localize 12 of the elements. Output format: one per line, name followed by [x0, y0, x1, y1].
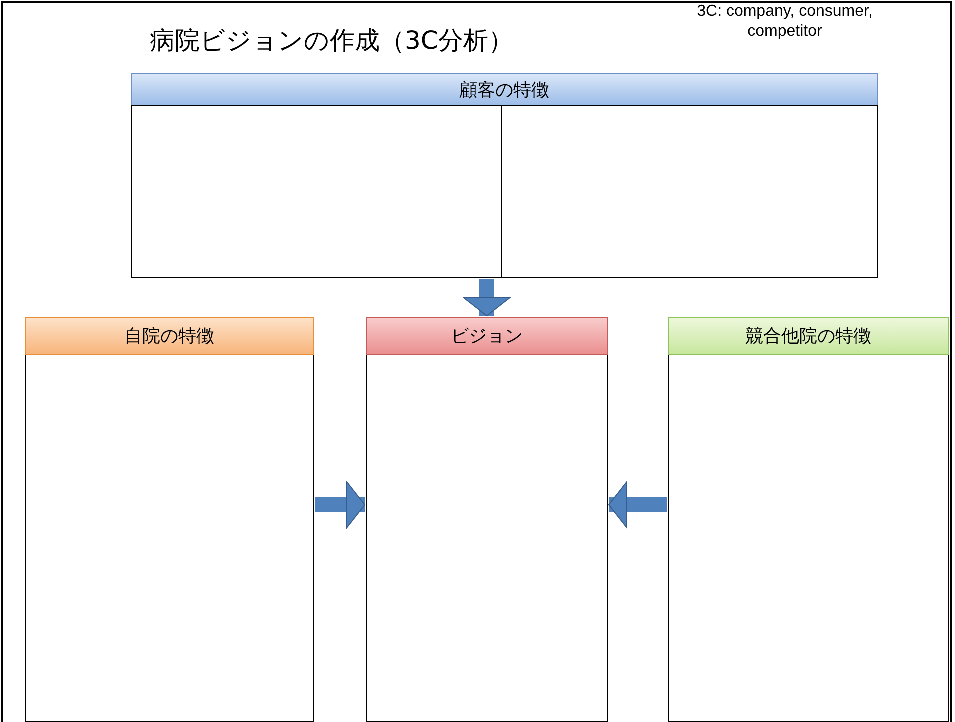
- panel-heading: 顧客の特徴: [131, 73, 878, 106]
- panel: [366, 317, 608, 722]
- panel-heading: 自院の特徴: [25, 317, 314, 355]
- panel-heading: 競合他院の特徴: [668, 317, 949, 355]
- block-arrow: [464, 279, 510, 316]
- block-arrow: [608, 482, 667, 528]
- panel-heading: ビジョン: [366, 317, 608, 355]
- block-arrow: [315, 482, 366, 528]
- note: 3C: company, consumer, competitor: [696, 2, 874, 42]
- panel: [668, 317, 949, 722]
- title: 病院ビジョンの作成（3C分析）: [150, 25, 514, 57]
- panel: [25, 317, 314, 722]
